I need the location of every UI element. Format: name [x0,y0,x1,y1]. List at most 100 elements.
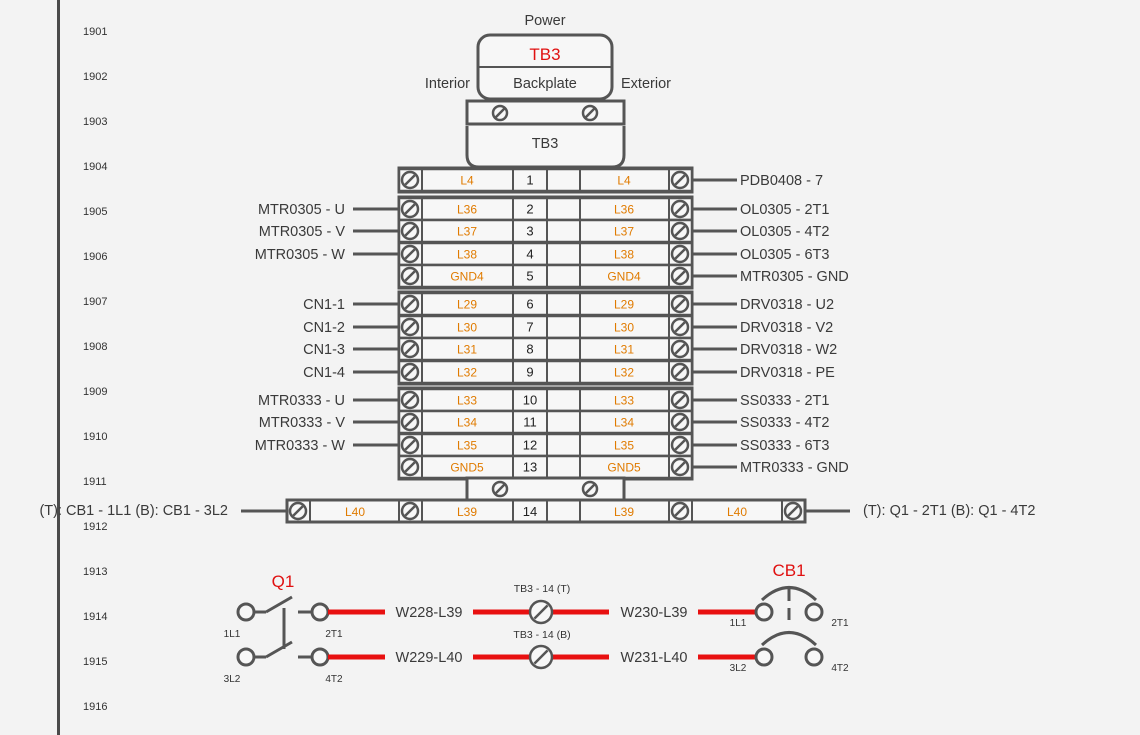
right-wire-label: L4 [617,174,631,188]
right-destination: OL0305 - 2T1 [740,202,829,218]
terminal-screw-icon [400,199,420,219]
cb1-label: CB1 [772,561,805,580]
left-wire-label: GND4 [450,270,484,284]
q1-terminal-label: 3L2 [224,674,241,685]
right-wire-label: L34 [614,416,634,430]
left-wire-label: L32 [457,366,477,380]
cb1-terminal-label: 4T2 [831,663,849,674]
outer-left-wire-label: L40 [345,505,365,519]
line-number: 1904 [83,161,107,173]
terminal-number: 13 [523,460,537,475]
terminal-screw-icon [670,221,690,241]
tb-terminal-label: TB3 - 14 (T) [514,583,571,595]
terminal-screw-icon [670,339,690,359]
terminal-screw-icon [670,199,690,219]
left-rail [57,0,60,735]
tb-terminal-icon [528,599,554,625]
schematic: Q11L13L22T14T2W228-L39W229-L40W230-L39W2… [224,561,849,685]
cb1-terminal-icon [804,647,824,667]
right-wire-label: L36 [614,203,634,217]
cb1-terminal-label: 1L1 [730,618,747,629]
q1-terminal-icon [236,647,256,667]
cb1-terminal-icon [754,602,774,622]
terminal-screw-icon [670,501,690,521]
q1-terminal-label: 1L1 [224,629,241,640]
wire-label: W228-L39 [396,605,463,621]
left-wire-label: L29 [457,298,477,312]
terminal-number: 7 [526,320,533,335]
terminal-screw-icon [670,294,690,314]
line-number: 1909 [83,386,107,398]
terminal-screw-icon [670,412,690,432]
terminal-screw-icon [400,362,420,382]
line-number: 1902 [83,71,107,83]
backplate-label: Backplate [513,76,577,92]
terminal-number: 9 [526,365,533,380]
left-destination: CN1-1 [303,297,345,313]
right-wire-label: L39 [614,505,634,519]
terminal-screw-icon [400,412,420,432]
mounting-screws [491,104,599,122]
terminal-number: 14 [523,504,537,519]
left-wire-label: L36 [457,203,477,217]
line-number: 1906 [83,251,107,263]
right-wire-label: L31 [614,343,634,357]
terminal-screw-icon [400,435,420,455]
left-destination: MTR0333 - V [259,415,346,431]
cb1-terminal-icon [754,647,774,667]
terminal-screw-icon [400,170,420,190]
terminal-screw-icon [400,244,420,264]
terminal-number: 12 [523,438,537,453]
terminal-screw-icon [670,457,690,477]
left-destination: CN1-4 [303,365,345,381]
mounting-plate [465,99,626,126]
line-number: 1910 [83,431,107,443]
line-number: 1916 [83,701,107,713]
bottom-mounting-plate [465,476,626,502]
screw-icon [491,104,509,122]
terminal-number: 4 [526,247,533,262]
screw-icon [581,104,599,122]
terminal-screw-icon [670,244,690,264]
q1-terminal-icon [236,602,256,622]
terminal-screw-icon [400,390,420,410]
right-destination: OL0305 - 6T3 [740,247,829,263]
line-number: 1911 [83,476,107,488]
exterior-label: Exterior [621,76,671,92]
right-wire-label: L38 [614,248,634,262]
cb1-terminal-label: 3L2 [730,663,747,674]
left-destination: MTR0333 - U [258,393,345,409]
tb-terminal-icon [528,644,554,670]
terminal-number: 11 [523,415,537,430]
left-wire-label: L34 [457,416,477,430]
line-numbers: 1901190219031904190519061907190819091910… [83,26,107,713]
left-destination: CN1-3 [303,342,345,358]
left-wire-label: GND5 [450,461,484,475]
q1-terminal-label: 4T2 [325,674,343,685]
line-number: 1915 [83,656,107,668]
right-destination: DRV0318 - V2 [740,320,833,336]
wire-label: W230-L39 [621,605,688,621]
power-label: Power [524,13,565,29]
right-wire-label: L37 [614,225,634,239]
terminal-screw-icon [288,501,308,521]
right-wire-label: L35 [614,439,634,453]
screw-icon [581,480,599,498]
right-destination: MTR0305 - GND [740,269,849,285]
terminal-number: 3 [526,224,533,239]
terminal-number: 1 [526,173,533,188]
left-destination: MTR0305 - U [258,202,345,218]
left-wire-label: L35 [457,439,477,453]
left-wire-label: L38 [457,248,477,262]
